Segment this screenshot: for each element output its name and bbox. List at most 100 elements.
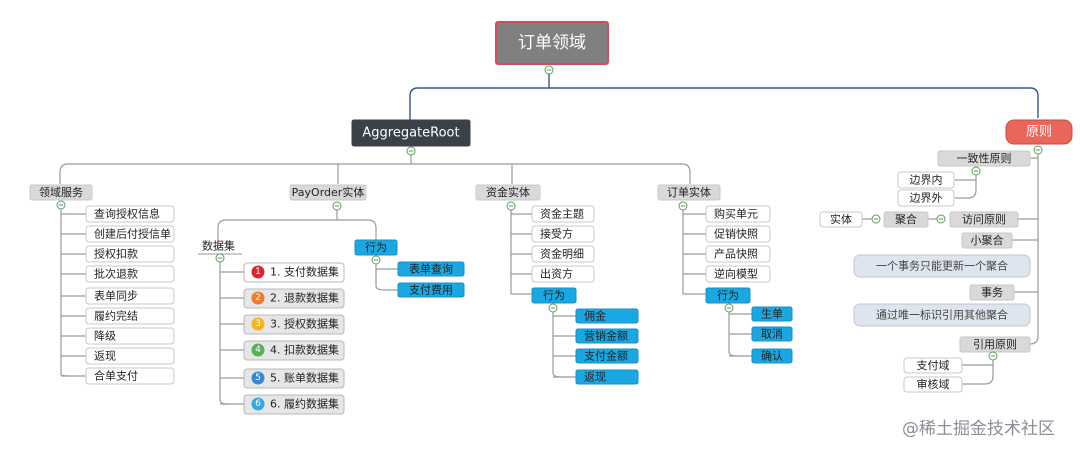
node-label: 佣金 bbox=[584, 309, 606, 323]
behavior-item-box bbox=[397, 261, 465, 277]
behavior-item-box bbox=[575, 369, 639, 385]
aggregate-root-box bbox=[351, 119, 471, 147]
service-item-box bbox=[85, 225, 175, 243]
node-label: 逆向模型 bbox=[714, 267, 758, 281]
order-item-box bbox=[705, 225, 771, 243]
dataset-item-label: 2. 退款数据集 bbox=[270, 291, 339, 305]
number-badge-icon bbox=[251, 343, 265, 357]
node-label: 行为 bbox=[543, 289, 565, 302]
node-label: 履约完结 bbox=[94, 309, 138, 323]
connector-line bbox=[375, 264, 385, 291]
behavior-item-box bbox=[751, 326, 793, 342]
root-node-box bbox=[495, 21, 609, 65]
dataset-item-box bbox=[243, 314, 345, 335]
node-label: 授权扣款 bbox=[94, 247, 138, 261]
behavior-item-box bbox=[575, 308, 639, 324]
behavior-item-box bbox=[575, 328, 639, 344]
number-badge-label: 2 bbox=[255, 293, 261, 303]
number-badge-icon bbox=[251, 291, 265, 305]
boundary-item-box bbox=[897, 189, 955, 207]
node-label: 创建后付授信单 bbox=[94, 227, 171, 241]
node-label: 产品快照 bbox=[714, 247, 758, 261]
number-badge-label: 6 bbox=[255, 399, 261, 409]
root-connector bbox=[409, 74, 550, 120]
node-label: 一致性原则 bbox=[957, 151, 1012, 165]
reference-item-box bbox=[903, 357, 963, 374]
reference-item-box bbox=[903, 376, 963, 393]
root-connector bbox=[549, 87, 1039, 118]
gray-label-box bbox=[949, 211, 1019, 228]
entity-box bbox=[819, 211, 863, 228]
root-node-label: 订单领域 bbox=[518, 33, 586, 53]
node-label: 订单实体 bbox=[667, 185, 711, 199]
service-item-box bbox=[85, 245, 175, 263]
service-item-box bbox=[85, 287, 175, 305]
behavior-box bbox=[531, 287, 577, 304]
node-label: 边界外 bbox=[910, 192, 943, 205]
number-badge-label: 1 bbox=[255, 267, 261, 277]
note-callout-text: 通过唯一标识引用其他聚合 bbox=[876, 308, 1008, 322]
fund-item-box bbox=[531, 245, 595, 263]
number-badge-icon bbox=[251, 397, 265, 411]
service-item-box bbox=[85, 327, 175, 345]
node-label: 小聚合 bbox=[971, 233, 1004, 247]
number-badge-icon bbox=[251, 371, 265, 385]
gray-label-box bbox=[883, 211, 929, 228]
node-label: 资金实体 bbox=[486, 185, 530, 199]
node-label: 支付金额 bbox=[584, 349, 628, 363]
node-label: 表单查询 bbox=[409, 262, 453, 276]
node-label: 合单支付 bbox=[94, 369, 138, 383]
node-label: 实体 bbox=[830, 212, 852, 226]
node-label: 生单 bbox=[761, 307, 783, 321]
node-label: 行为 bbox=[365, 241, 387, 254]
order-item-box bbox=[705, 205, 771, 223]
behavior-item-box bbox=[751, 348, 793, 364]
connector-line bbox=[984, 360, 994, 385]
node-label: 访问原则 bbox=[962, 213, 1006, 226]
node-label: 取消 bbox=[761, 327, 783, 341]
service-item-box bbox=[85, 265, 175, 283]
node-label: 资金主题 bbox=[540, 207, 584, 221]
boundary-item-box bbox=[897, 171, 955, 189]
number-badge-label: 3 bbox=[255, 319, 261, 329]
node-label: 表单同步 bbox=[94, 289, 138, 303]
node-label: 批次退款 bbox=[94, 267, 138, 281]
note-callout-box bbox=[853, 303, 1031, 327]
dataset-item-label: 4. 扣款数据集 bbox=[270, 343, 339, 357]
dataset-item-label: 5. 账单数据集 bbox=[270, 371, 339, 385]
node-label: 资金明细 bbox=[540, 247, 584, 261]
principles-box bbox=[1005, 119, 1073, 145]
node-label: 降级 bbox=[94, 329, 116, 343]
node-label: PayOrder实体 bbox=[292, 185, 365, 199]
node-label: 聚合 bbox=[895, 212, 917, 226]
number-badge-label: 4 bbox=[255, 345, 261, 355]
aggregate-root-label: AggregateRoot bbox=[362, 126, 459, 141]
dataset-item-box bbox=[243, 368, 345, 389]
gray-label-box bbox=[29, 184, 93, 201]
fund-item-box bbox=[531, 265, 595, 283]
dataset-item-label: 3. 授权数据集 bbox=[270, 317, 339, 331]
service-item-box bbox=[85, 367, 175, 385]
dataset-item-box bbox=[243, 288, 345, 309]
number-badge-label: 5 bbox=[255, 373, 261, 383]
number-badge-icon bbox=[251, 317, 265, 331]
node-label: 行为 bbox=[717, 289, 739, 302]
behavior-item-box bbox=[575, 348, 639, 364]
connector-line bbox=[967, 175, 977, 199]
fund-item-box bbox=[531, 225, 595, 243]
gray-label-box bbox=[937, 150, 1031, 167]
gray-label-box bbox=[657, 184, 721, 201]
order-item-box bbox=[705, 245, 771, 263]
note-callout-box bbox=[853, 254, 1031, 278]
node-label: 事务 bbox=[981, 286, 1003, 299]
connector-line bbox=[59, 163, 69, 184]
watermark: @稀土掘金技术社区 bbox=[902, 419, 1055, 439]
connector-line bbox=[681, 163, 691, 184]
node-label: 支付域 bbox=[917, 359, 950, 372]
behavior-box bbox=[705, 287, 751, 304]
node-label: 出资方 bbox=[540, 267, 573, 281]
node-label: 返现 bbox=[94, 350, 116, 363]
connector-line bbox=[552, 312, 562, 378]
